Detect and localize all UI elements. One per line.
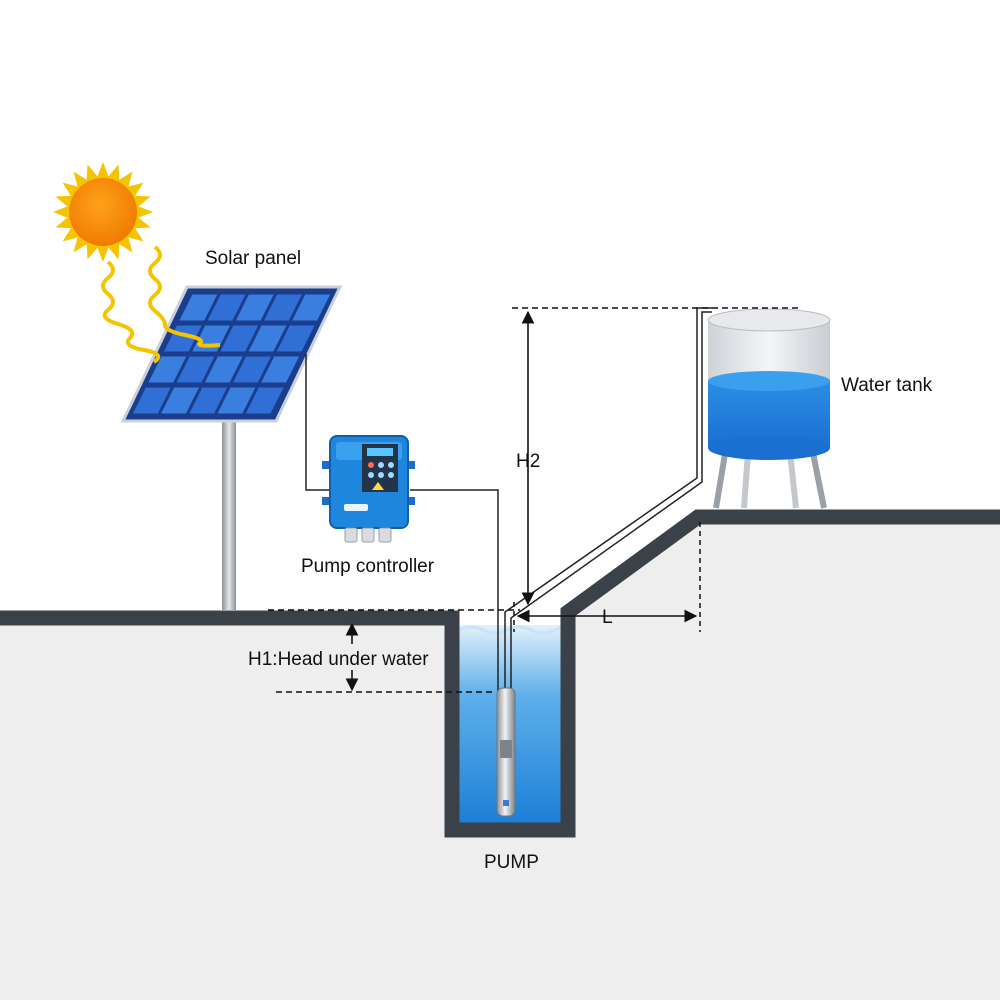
panel-to-controller-wire — [305, 354, 330, 491]
solar-cell — [261, 356, 300, 383]
solar-cell — [179, 294, 218, 321]
solar-cell — [248, 325, 287, 352]
solar-panel-label: Solar panel — [205, 248, 301, 269]
water-tank-icon — [707, 308, 831, 509]
solar-panel-icon — [120, 285, 343, 423]
water-tank-label: Water tank — [841, 375, 933, 396]
solar-cell — [235, 294, 274, 321]
h1-label: H1:Head under water — [248, 649, 429, 670]
pump-controller-icon — [322, 435, 415, 543]
solar-cell — [245, 387, 284, 414]
controller-to-pump-wire — [410, 489, 499, 695]
sunlight-ray-2 — [101, 260, 161, 364]
water-surface — [458, 625, 565, 635]
solar-cell — [276, 325, 315, 352]
l-label: L — [602, 607, 613, 628]
h2-label: H2 — [516, 451, 540, 472]
solar-cell — [207, 294, 246, 321]
solar-panel-pole — [222, 418, 236, 610]
solar-cell — [148, 356, 187, 383]
solar-cell — [161, 387, 199, 414]
solar-cell — [189, 387, 228, 414]
solar-cell — [176, 356, 215, 383]
submersible-pump-icon — [496, 687, 516, 817]
solar-cell — [264, 294, 302, 321]
solar-cell — [217, 387, 256, 414]
ground-edge — [0, 509, 1000, 838]
pump-label: PUMP — [484, 852, 539, 873]
ground — [0, 517, 1000, 1000]
solar-cell — [292, 294, 331, 321]
pump-controller-label: Pump controller — [301, 556, 435, 577]
solar-cell — [220, 325, 259, 352]
solar-cell — [132, 387, 171, 414]
solar-cell — [204, 356, 243, 383]
sunlight-ray-1 — [148, 245, 221, 348]
sun-icon — [53, 162, 153, 262]
delivery-pipe-right — [510, 311, 712, 695]
solar-cell — [233, 356, 271, 383]
solar-cell — [163, 325, 202, 352]
